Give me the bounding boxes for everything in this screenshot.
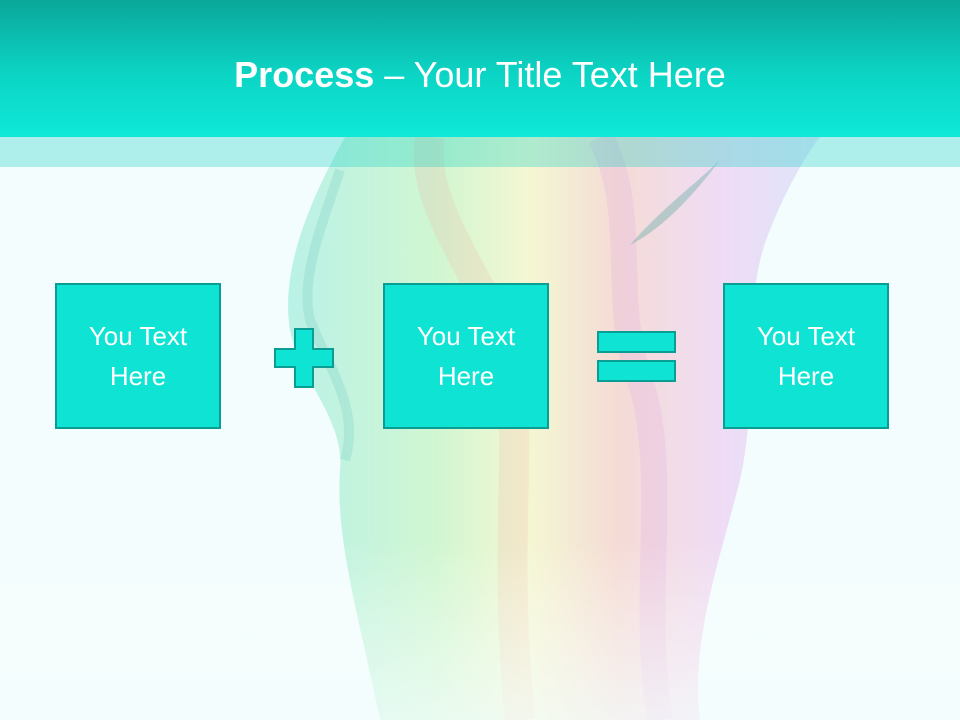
process-box-1[interactable]: You Text Here: [55, 283, 221, 429]
title-bar-strip: [0, 137, 960, 167]
process-box-2[interactable]: You Text Here: [383, 283, 549, 429]
process-box-1-text: You Text Here: [88, 321, 188, 391]
process-box-3-text: You Text Here: [756, 321, 856, 391]
plus-icon: [274, 328, 334, 388]
slide-title-rest: – Your Title Text Here: [374, 54, 726, 95]
process-box-3[interactable]: You Text Here: [723, 283, 889, 429]
slide-title: Process – Your Title Text Here: [0, 50, 960, 100]
title-bar: [0, 0, 960, 137]
equals-icon: [597, 331, 676, 382]
slide-title-strong: Process: [234, 54, 375, 95]
process-box-2-text: You Text Here: [416, 321, 516, 391]
